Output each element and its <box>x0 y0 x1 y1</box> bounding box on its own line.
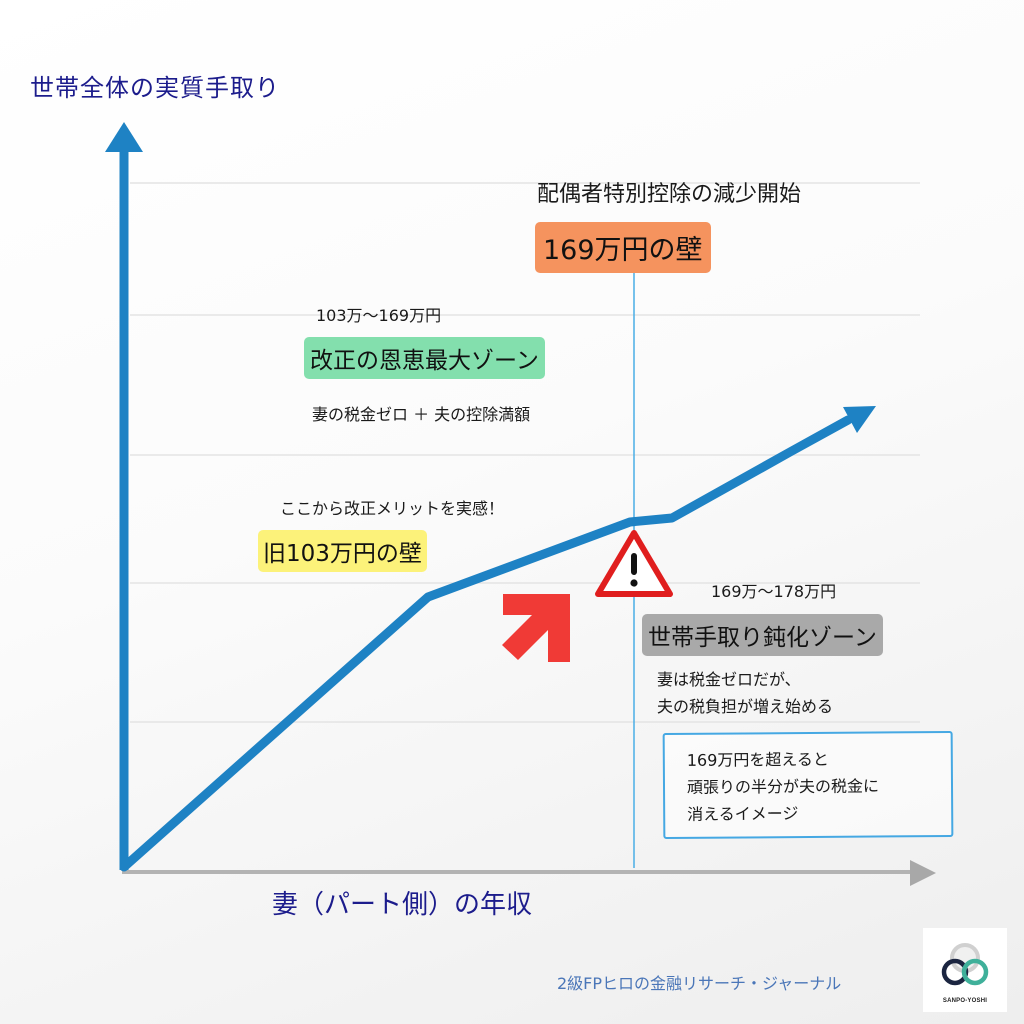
income-line-arrowhead-icon <box>843 406 876 433</box>
y-axis-arrow-icon <box>105 122 143 152</box>
y-axis <box>105 122 143 870</box>
y-axis-title: 世帯全体の実質手取り <box>30 74 280 102</box>
logo-label: SANPO-YOSHI <box>942 998 988 1004</box>
footer-brand-text: 2級FPヒロの金融リサーチ・ジャーナル <box>557 974 842 993</box>
zone-dull-range: 169万～178万円 <box>711 582 837 601</box>
zone-dull-description-line: 夫の税負担が増え始める <box>657 697 834 716</box>
wall-103-badge: 旧103万円の壁 <box>258 530 427 572</box>
zone-max-range: 103万～169万円 <box>316 306 442 325</box>
sanpo-yoshi-logo: SANPO-YOSHI <box>923 928 1007 1012</box>
x-axis <box>122 860 936 886</box>
callout-box: 169万円を超えると 頑張りの半分が夫の税金に 消えるイメージ <box>662 730 954 840</box>
wall-169-badge: 169万円の壁 <box>535 222 711 273</box>
red-diagonal-arrow-icon <box>502 594 570 662</box>
callout-line: 169万円を超えると <box>686 749 829 770</box>
zone-max-description: 妻の税金ゼロ ＋ 夫の控除満額 <box>312 405 531 424</box>
x-axis-title: 妻（パート側）の年収 <box>272 890 533 920</box>
x-axis-arrow-icon <box>910 860 936 886</box>
callout-line: 消えるイメージ <box>687 804 799 824</box>
zone-dull-description: 妻は税金ゼロだが、 夫の税負担が増え始める <box>657 666 833 720</box>
zone-dull-description-line: 妻は税金ゼロだが、 <box>657 670 801 689</box>
callout-line: 頑張りの半分が夫の税金に <box>686 776 880 797</box>
three-rings-logo-icon <box>941 943 989 986</box>
gridlines <box>130 182 920 723</box>
income-line <box>119 415 853 872</box>
warning-triangle-icon <box>595 530 673 597</box>
zone-max-badge: 改正の恩恵最大ゾーン <box>304 337 545 379</box>
zone-dull-badge: 世帯手取り鈍化ゾーン <box>642 614 883 656</box>
wall-169-heading: 配偶者特別控除の減少開始 <box>537 182 802 207</box>
wall-103-note: ここから改正メリットを実感！ <box>280 499 505 518</box>
